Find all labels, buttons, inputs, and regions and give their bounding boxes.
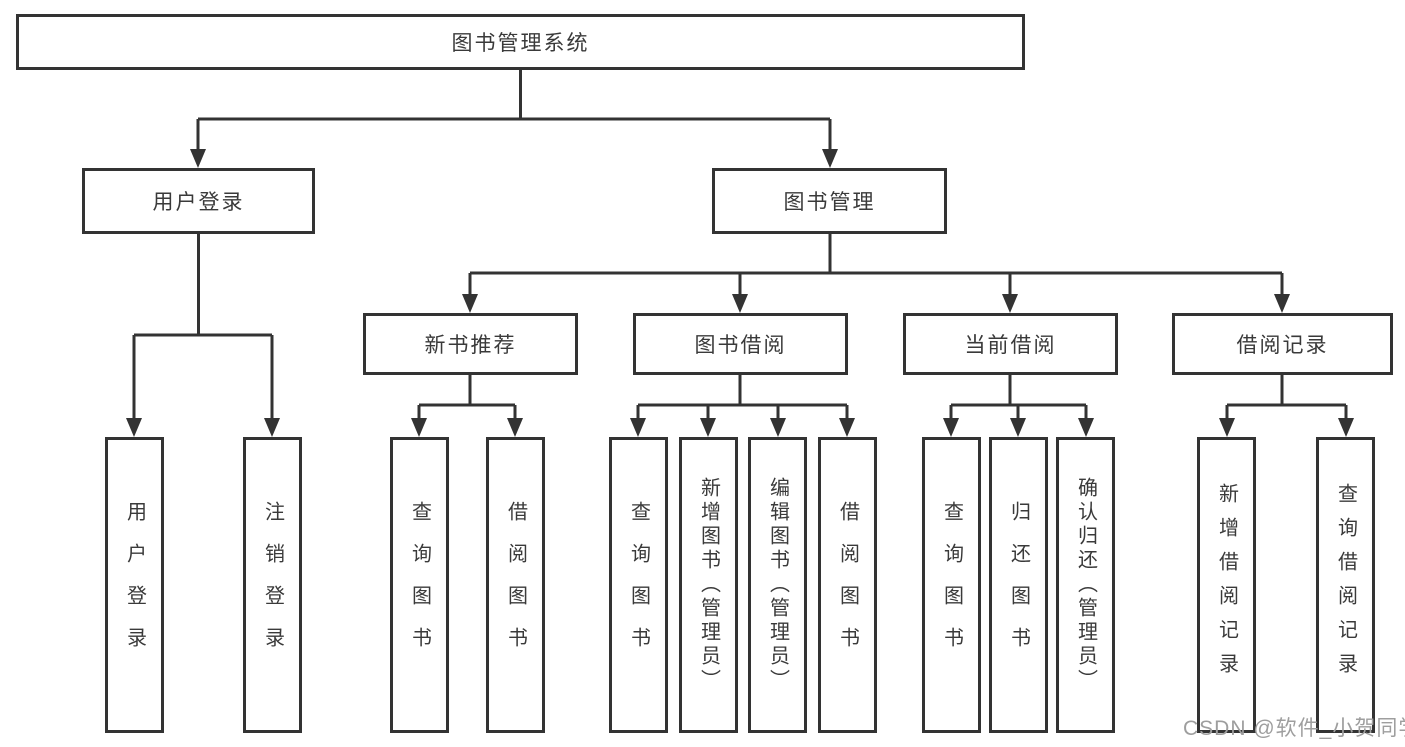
node-book-management: 图书管理 bbox=[712, 168, 947, 234]
arrowhead-icon bbox=[1219, 418, 1235, 437]
arrowhead-icon bbox=[126, 418, 142, 437]
arrowhead-icon bbox=[1002, 294, 1018, 313]
leaf-add-book-admin: 新增图书（管理员） bbox=[679, 437, 738, 733]
arrowhead-icon bbox=[770, 418, 786, 437]
leaf-query-books: 查询图书 bbox=[922, 437, 981, 733]
arrowhead-icon bbox=[1078, 418, 1094, 437]
node-borrowing-records: 借阅记录 bbox=[1172, 313, 1393, 375]
edge-currentborrow-to-leaves bbox=[949, 375, 1088, 420]
arrowhead-icon bbox=[507, 418, 523, 437]
leaf-query-books: 查询图书 bbox=[609, 437, 668, 733]
edge-borrowrecord-to-leaves bbox=[1225, 375, 1348, 420]
edge-userlogin-to-leaves bbox=[132, 234, 274, 420]
leaf-edit-book-admin: 编辑图书（管理员） bbox=[748, 437, 807, 733]
arrowhead-icon bbox=[943, 418, 959, 437]
arrowhead-icon bbox=[700, 418, 716, 437]
edge-newbook-to-leaves bbox=[417, 375, 517, 420]
leaf-logout: 注销登录 bbox=[243, 437, 302, 733]
arrowhead-icon bbox=[462, 294, 478, 313]
node-book-borrowing: 图书借阅 bbox=[633, 313, 848, 375]
arrowhead-icon bbox=[190, 149, 206, 168]
arrowhead-icon bbox=[1274, 294, 1290, 313]
node-user-login: 用户登录 bbox=[82, 168, 315, 234]
node-library-system: 图书管理系统 bbox=[16, 14, 1025, 70]
leaf-confirm-return-admin: 确认归还（管理员） bbox=[1056, 437, 1115, 733]
edge-root-to-level2 bbox=[196, 70, 832, 151]
arrowhead-icon bbox=[839, 418, 855, 437]
leaf-query-borrow-record: 查询借阅记录 bbox=[1316, 437, 1375, 733]
edge-bookmgmt-to-level3 bbox=[468, 234, 1284, 296]
leaf-add-borrow-record: 新增借阅记录 bbox=[1197, 437, 1256, 733]
arrowhead-icon bbox=[264, 418, 280, 437]
arrowhead-icon bbox=[411, 418, 427, 437]
leaf-borrow-book: 借阅图书 bbox=[818, 437, 877, 733]
arrowhead-icon bbox=[1338, 418, 1354, 437]
arrowhead-icon bbox=[822, 149, 838, 168]
arrowhead-icon bbox=[1010, 418, 1026, 437]
arrowhead-icon bbox=[732, 294, 748, 313]
watermark: CSDN @软件_小贺同学 bbox=[1183, 717, 1405, 740]
leaf-query-books: 查询图书 bbox=[390, 437, 449, 733]
leaf-borrow-book: 借阅图书 bbox=[486, 437, 545, 733]
node-new-book-recommend: 新书推荐 bbox=[363, 313, 578, 375]
arrowhead-icon bbox=[630, 418, 646, 437]
node-current-borrowing: 当前借阅 bbox=[903, 313, 1118, 375]
leaf-user-login: 用户登录 bbox=[105, 437, 164, 733]
edge-bookborrow-to-leaves bbox=[636, 375, 849, 420]
leaf-return-book: 归还图书 bbox=[989, 437, 1048, 733]
